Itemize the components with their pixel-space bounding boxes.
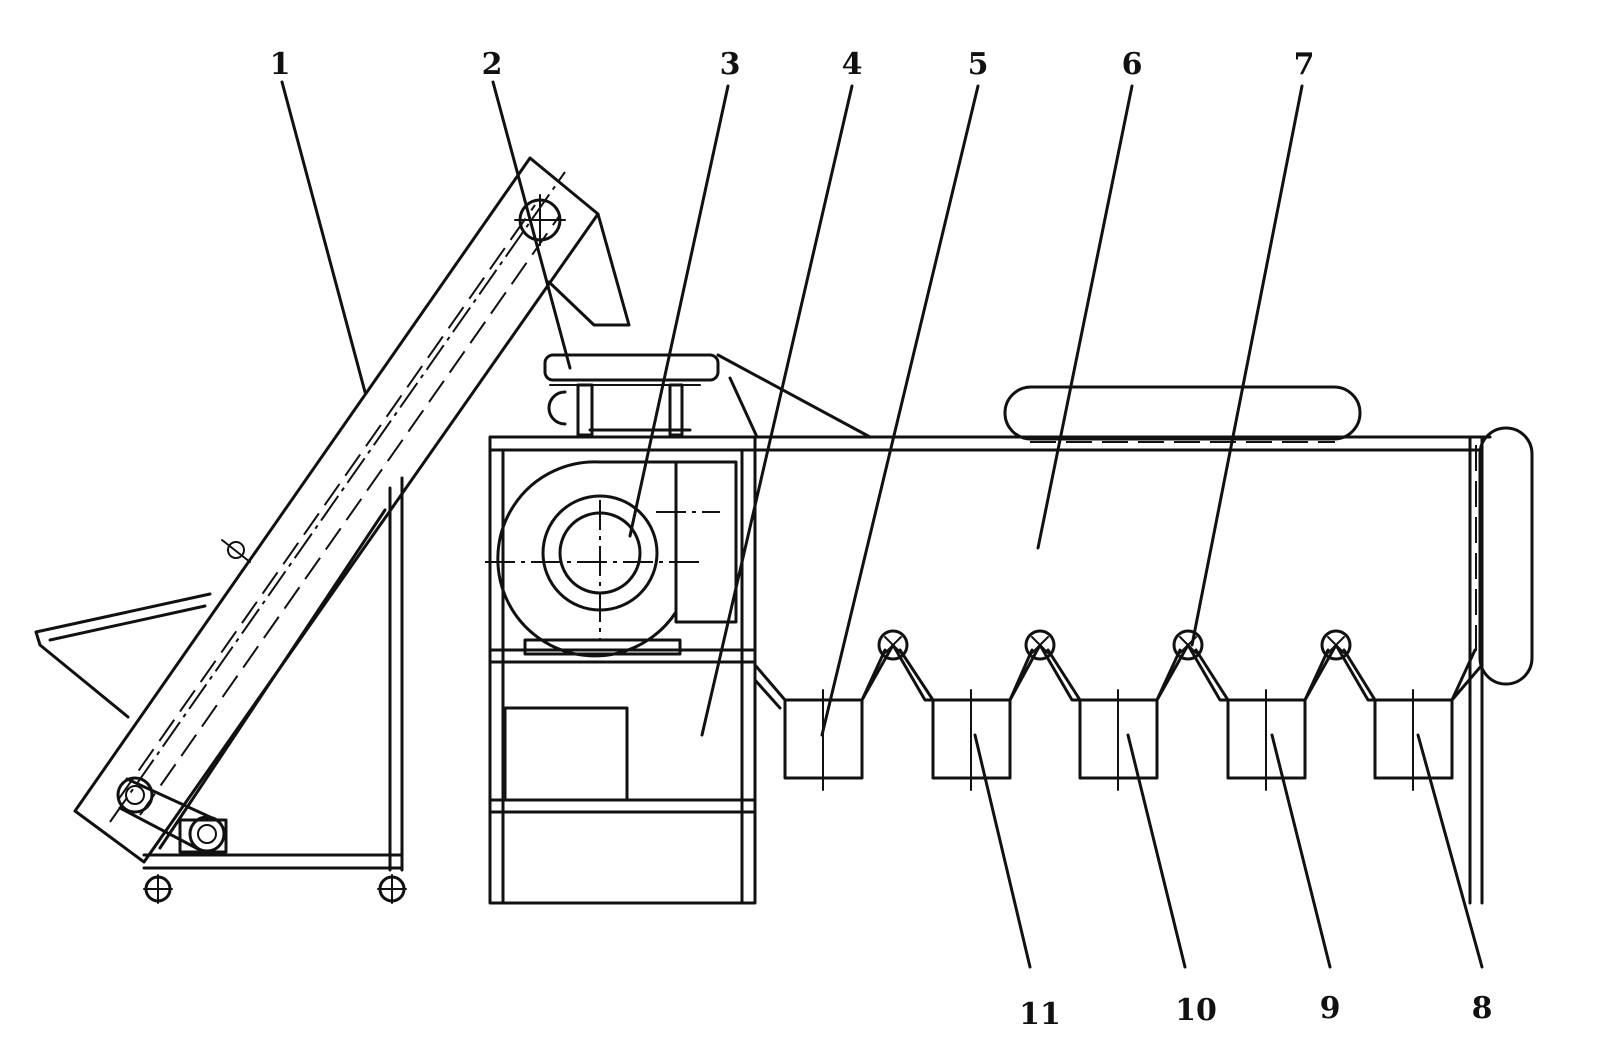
- callout-6: 6: [1122, 47, 1143, 82]
- callout-10: 10: [1175, 993, 1217, 1028]
- callout-1: 1: [270, 47, 291, 82]
- vibrating-feeder: [543, 353, 872, 439]
- callout-7: 7: [1294, 47, 1315, 82]
- separation-chamber: [753, 385, 1534, 905]
- inclined-conveyor: [34, 156, 631, 904]
- callout-3: 3: [720, 47, 741, 82]
- callout-2: 2: [482, 47, 503, 82]
- callout-11: 11: [1019, 997, 1061, 1032]
- callout-4: 4: [842, 47, 863, 82]
- callout-9: 9: [1320, 991, 1341, 1026]
- callout-5: 5: [968, 47, 989, 82]
- leader-lines: [280, 80, 1484, 969]
- blower-cabinet: [485, 435, 757, 905]
- callout-8: 8: [1472, 991, 1493, 1026]
- callout-labels: 1 2 3 4 5 6 7 8 9 10 11: [270, 47, 1493, 1032]
